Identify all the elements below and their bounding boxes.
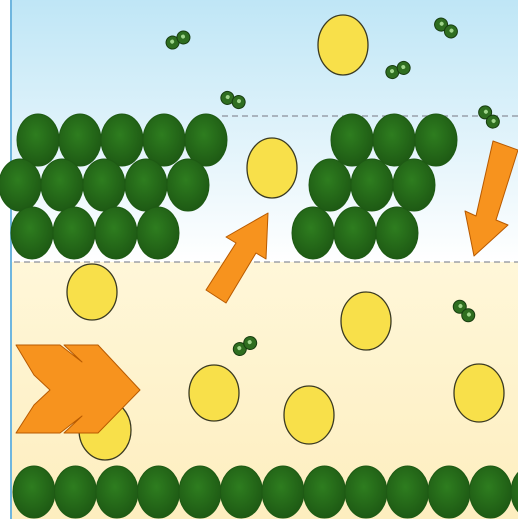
membrane-cell-icon (376, 207, 418, 259)
large-molecule-icon (189, 365, 239, 421)
membrane-cell-icon (137, 207, 179, 259)
large-molecule-icon (284, 386, 334, 444)
membrane-cell-icon (304, 466, 346, 518)
membrane-cell-icon (428, 466, 470, 518)
membrane-cell-icon (387, 466, 429, 518)
membrane-cell-icon (262, 466, 304, 518)
membrane-cell-icon (96, 466, 138, 518)
membrane-cell-icon (415, 114, 457, 166)
membrane-cell-icon (292, 207, 334, 259)
membrane-cell-icon (470, 466, 512, 518)
membrane-cell-icon (101, 114, 143, 166)
membrane-cell-icon (334, 207, 376, 259)
membrane-cell-icon (373, 114, 415, 166)
large-molecule-icon (454, 364, 504, 422)
membrane-cell-icon (179, 466, 221, 518)
membrane-cell-icon (125, 159, 167, 211)
membrane-cell-icon (53, 207, 95, 259)
membrane-cell-icon (221, 466, 263, 518)
membrane-cell-icon (95, 207, 137, 259)
membrane-cell-icon (345, 466, 387, 518)
membrane-cell-icon (13, 466, 55, 518)
membrane-cell-icon (59, 114, 101, 166)
large-molecule-icon (318, 15, 368, 75)
membrane-cell-icon (17, 114, 59, 166)
membrane-cell-icon (55, 466, 97, 518)
membrane-cell-icon (0, 159, 41, 211)
large-molecule-icon (247, 138, 297, 198)
membrane-cell-icon (41, 159, 83, 211)
membrane-cell-icon (143, 114, 185, 166)
membrane-cell-icon (393, 159, 435, 211)
membrane-cell-icon (167, 159, 209, 211)
membrane-cell-icon (351, 159, 393, 211)
membrane-cell-icon (331, 114, 373, 166)
membrane-cell-icon (83, 159, 125, 211)
large-molecule-icon (67, 264, 117, 320)
membrane-cell-icon (309, 159, 351, 211)
membrane-cell-icon (185, 114, 227, 166)
membrane-cell-icon (138, 466, 180, 518)
membrane-cell-icon (11, 207, 53, 259)
large-molecule-icon (341, 292, 391, 350)
